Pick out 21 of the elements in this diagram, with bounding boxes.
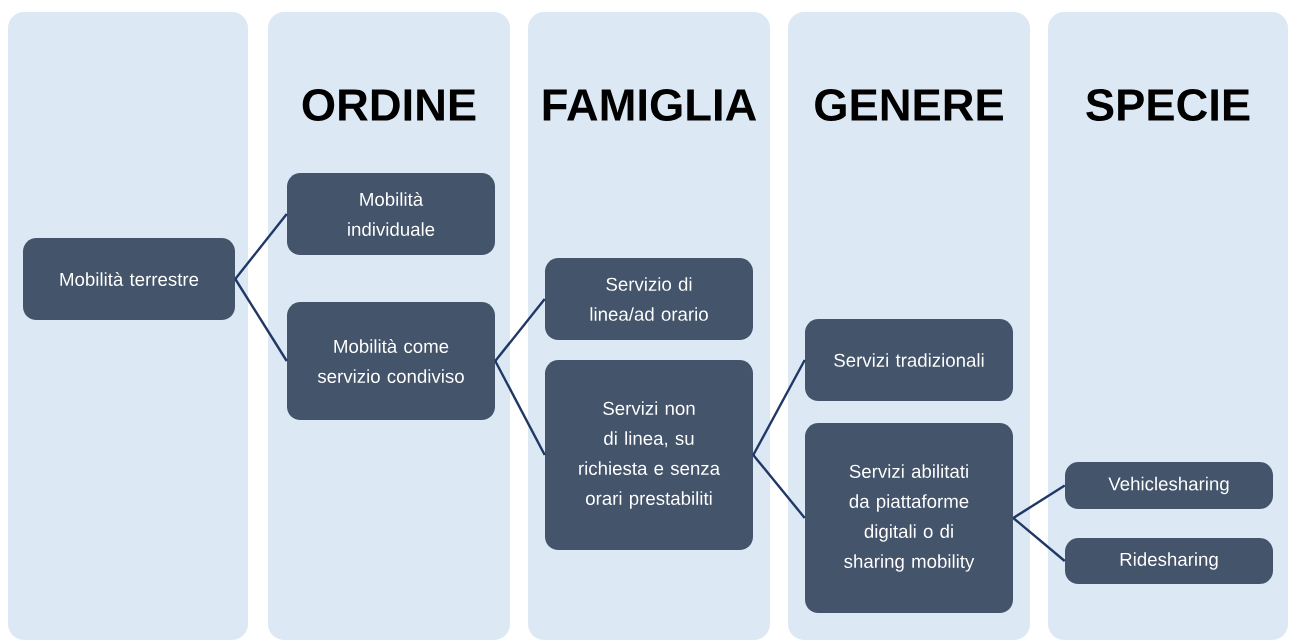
category-box: Servizi non di linea, su richiesta e senza orari prestabiliti: [545, 360, 753, 550]
category-box: Servizi tradizionali: [805, 319, 1013, 401]
category-box: Servizi abilitati da piattaforme digitali o di sharing mobility: [805, 423, 1013, 613]
connector-line: [1012, 517, 1066, 562]
category-box: Vehiclesharing: [1065, 462, 1273, 509]
connector-line: [1012, 484, 1066, 519]
column-heading: FAMIGLIA: [543, 88, 757, 122]
category-box: Mobilità terrestre: [23, 238, 235, 320]
column-heading: SPECIE: [1086, 88, 1250, 122]
connector-line: [494, 360, 546, 456]
category-box: Mobilità come servizio condiviso: [287, 302, 495, 420]
column-heading: ORDINE: [302, 88, 476, 122]
category-box: Servizio di linea/ad orario: [545, 258, 753, 340]
category-box: Mobilità individuale: [287, 173, 495, 255]
category-box: Ridesharing: [1065, 538, 1273, 584]
connector-line: [234, 213, 288, 280]
connector-line: [752, 454, 806, 519]
column-heading: GENERE: [815, 88, 1003, 122]
connector-line: [752, 359, 806, 456]
connector-line: [494, 298, 546, 362]
connector-line: [234, 278, 288, 362]
